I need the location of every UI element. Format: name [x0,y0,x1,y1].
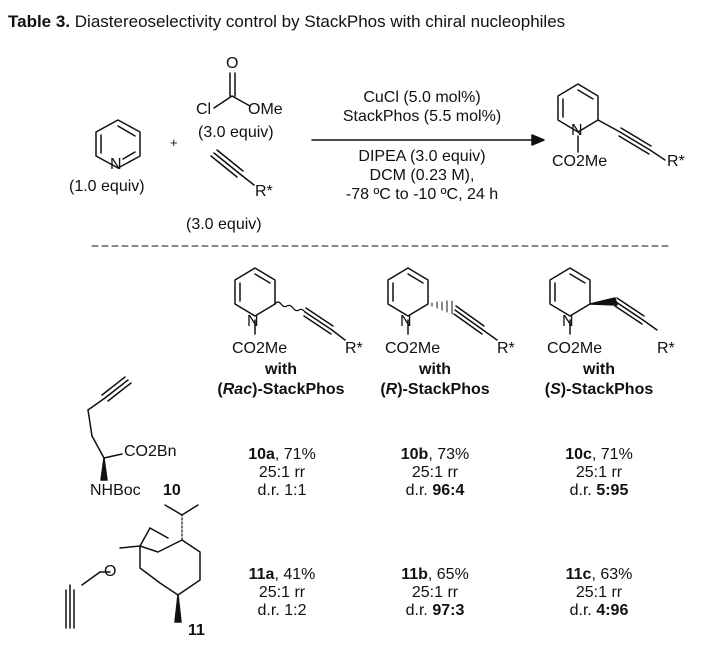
yield: , 73% [428,446,470,463]
col2-n-label: N [400,313,412,330]
regio-ratio: 25:1 rr [258,584,306,601]
result-cell: 11a, 41% 25:1 rr d.r. 1:2 [222,566,342,620]
yield: , 63% [591,566,633,583]
condition-dcm: DCM (0.23 M), [369,167,475,184]
alkyne-r-label: R* [255,183,273,200]
regio-ratio: 25:1 rr [411,584,459,601]
substrate-11-structure [65,504,201,629]
substrate-10-nhboc: NHBoc [90,482,141,499]
col2-co2me-label: CO2Me [385,340,441,357]
pyridine-n-label: N [110,156,122,173]
column-header-rac: with (Rac)-StackPhos [212,360,350,400]
product-structure [557,83,666,161]
chloroformate-o-label: O [226,55,239,72]
substrate-10-number: 10 [163,482,181,499]
conditions-above: CuCl (5.0 mol%) StackPhos (5.5 mol%) [316,88,528,126]
result-cell: 11b, 65% 25:1 rr d.r. 97:3 [375,566,495,620]
result-cell: 10b, 73% 25:1 rr d.r. 96:4 [375,446,495,500]
pyridine-equiv: (1.0 equiv) [69,178,145,195]
diastereo-ratio: 1:2 [284,602,307,619]
yield: , 65% [427,566,469,583]
result-cell: 10c, 71% 25:1 rr d.r. 5:95 [539,446,659,500]
regio-ratio: 25:1 rr [575,584,623,601]
regio-ratio: 25:1 rr [258,464,306,481]
alkyne-structure [210,149,255,186]
product-co2me-label: CO2Me [552,153,608,170]
col2-r-label: R* [497,340,515,357]
diastereo-ratio: 4:96 [596,602,629,619]
ligand-config: R [385,381,398,398]
product-n-label: N [571,122,583,139]
compound-id: 10c [565,446,592,463]
compound-id: 10b [400,446,429,463]
compound-id: 10a [248,446,275,463]
condition-cucl: CuCl (5.0 mol%) [363,89,481,106]
substrate-10-structure [87,376,132,481]
yield: , 71% [591,446,633,463]
table-label: Table 3. [8,12,71,31]
condition-temperature: -78 ºC to -10 ºC, 24 h [345,186,499,203]
condition-dipea: DIPEA (3.0 equiv) [358,148,486,165]
pyridine-structure [95,119,141,169]
conditions-below: DIPEA (3.0 equiv) DCM (0.23 M), -78 ºC t… [316,147,528,204]
col3-n-label: N [562,313,574,330]
diastereo-ratio: 1:1 [284,482,307,499]
plus-sign: + [170,135,178,150]
yield: , 41% [274,566,316,583]
regio-ratio: 25:1 rr [411,464,459,481]
column-structure-s [549,267,658,335]
column-header-with: with [419,361,451,378]
diastereo-ratio: 97:3 [432,602,465,619]
table-title: Table 3. Diastereoselectivity control by… [8,12,565,32]
column-structure-r [387,267,498,341]
chloroformate-structure [213,72,251,109]
col1-co2me-label: CO2Me [232,340,288,357]
yield: , 71% [274,446,316,463]
column-header-with: with [583,361,615,378]
table-caption: Diastereoselectivity control by StackPho… [70,12,566,31]
regio-ratio: 25:1 rr [575,464,623,481]
substrate-11-o: O [104,563,117,580]
column-header-s: with (S)-StackPhos [530,360,668,400]
chloroformate-cl-label: Cl [196,101,212,118]
column-header-r: with (R)-StackPhos [366,360,504,400]
alkyne-equiv: (3.0 equiv) [186,216,262,233]
substrate-10-co2bn: CO2Bn [124,443,177,460]
ligand-config: Rac [222,381,253,398]
compound-id: 11a [248,566,275,583]
chloroformate-ome-label: OMe [248,101,283,118]
result-cell: 11c, 63% 25:1 rr d.r. 4:96 [539,566,659,620]
ligand-config: S [550,381,561,398]
substrate-11-number: 11 [188,622,205,639]
col3-co2me-label: CO2Me [547,340,603,357]
col1-r-label: R* [345,340,363,357]
chloroformate-equiv: (3.0 equiv) [198,124,274,141]
col1-n-label: N [247,313,259,330]
diastereo-ratio: 96:4 [432,482,465,499]
column-header-with: with [265,361,297,378]
product-r-label: R* [667,153,685,170]
diastereo-ratio: 5:95 [596,482,629,499]
compound-id: 11b [401,566,428,583]
condition-stackphos: StackPhos (5.5 mol%) [342,108,502,125]
compound-id: 11c [565,566,592,583]
col3-r-label: R* [657,340,675,357]
result-cell: 10a, 71% 25:1 rr d.r. 1:1 [222,446,342,500]
column-structure-rac [234,267,346,341]
reaction-arrow [311,134,545,146]
